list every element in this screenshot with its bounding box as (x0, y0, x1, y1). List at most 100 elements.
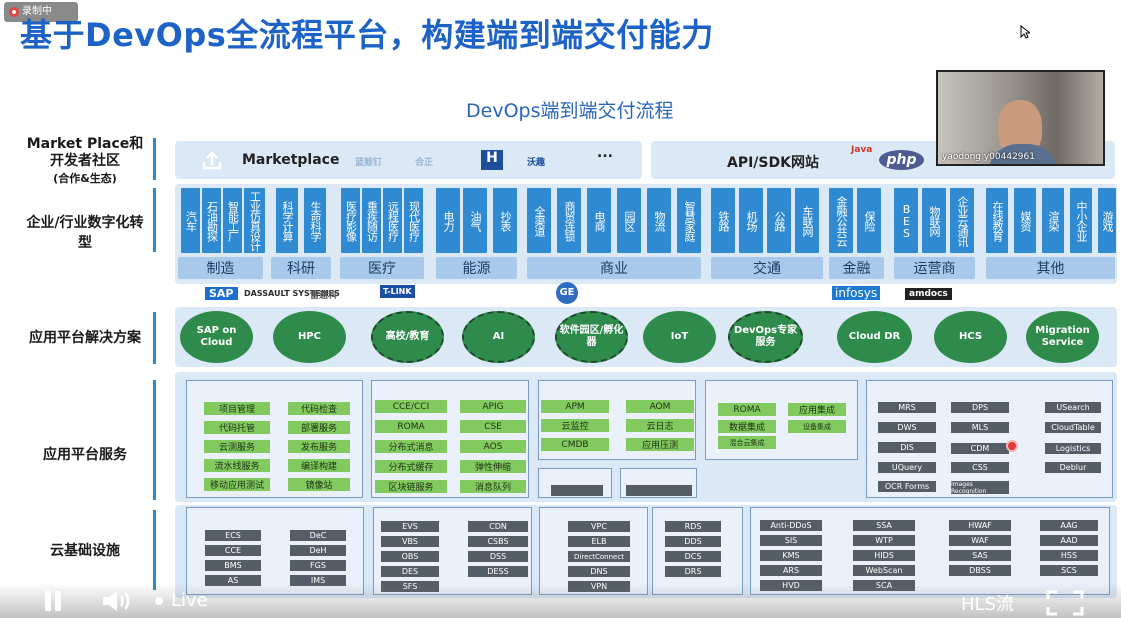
fullscreen-button[interactable] (1046, 590, 1084, 616)
service-chip: DIS (878, 442, 936, 453)
recording-badge: 录制中 (4, 2, 78, 22)
service-chip: DPS (951, 402, 1009, 413)
service-chip: 区块链服务 (375, 480, 447, 493)
pause-button[interactable] (41, 589, 65, 613)
industry-tile: 渲染 (1042, 188, 1064, 253)
webcam-overlay[interactable]: yaodong y00442961 (936, 70, 1105, 166)
service-chip: 应用集成 (788, 403, 846, 416)
service-chip: 流水线服务 (204, 459, 270, 472)
category-label: 商业 (527, 257, 701, 279)
service-chip: VPC (568, 521, 630, 532)
vendor-logo: 雷速科 (310, 291, 338, 301)
service-chip: Logistics (1045, 443, 1101, 454)
solution-circle: HCS (934, 311, 1007, 363)
service-chip: 移动应用测试 (204, 478, 270, 491)
industry-tile: 保险 (857, 188, 881, 253)
service-chip: CSE (460, 420, 526, 433)
service-chip: ELB (568, 536, 630, 547)
service-chip: CloudTable (1045, 422, 1101, 433)
industry-tile: 智能工厂 (223, 188, 242, 253)
category-label: 金融 (829, 257, 884, 279)
service-chip: AAG (1040, 520, 1098, 531)
fullscreen-icon (1046, 590, 1084, 616)
upload-icon (201, 149, 223, 171)
service-chip: 代码检查 (288, 402, 350, 415)
service-chip: SFS (381, 581, 439, 592)
data-ai-box (866, 380, 1113, 498)
service-chip: SAS (949, 550, 1011, 561)
category-label: 医疗 (340, 257, 424, 279)
pause-icon (45, 591, 61, 611)
service-chip: FGS (290, 560, 346, 571)
marketplace-panel: Marketplace 蓝鲸钉 合正 H 沃趣 ... (175, 141, 642, 179)
service-chip: Images Recognition (951, 481, 1009, 495)
solution-circle: DevOps专家服务 (728, 311, 803, 363)
service-chip: 混合云集成 (718, 436, 776, 449)
java-logo: Java (851, 145, 873, 155)
service-chip: SIS (760, 535, 822, 546)
divider (153, 312, 156, 364)
service-chip: DESS (468, 566, 528, 577)
industry-tile: 车联网 (795, 188, 819, 253)
volume-icon (103, 591, 130, 611)
service-chip: 云日志 (626, 419, 694, 432)
service-chip: 云监控 (541, 419, 609, 432)
industry-tile: 石油勘探 (202, 188, 221, 253)
service-chip: CSS (951, 462, 1009, 473)
sap-logo: SAP (205, 287, 238, 300)
divider (153, 380, 156, 500)
row-label-platform: 应用平台服务 (43, 447, 127, 463)
dassault-logo: DASSAULT SYSTEMES (244, 289, 340, 298)
solution-circle: HPC (273, 311, 346, 363)
service-chip: DRS (665, 566, 721, 577)
service-chip: AAD (1040, 535, 1098, 546)
service-chip: CMDB (541, 438, 609, 451)
service-chip: ECS (205, 530, 261, 541)
app-run-box (371, 380, 529, 498)
player-control-bar (0, 583, 1121, 618)
industry-tile: 智慧家庭 (677, 188, 701, 253)
service-chip: RDS (665, 521, 721, 532)
partner-logo: 蓝鲸钉 (355, 158, 383, 168)
service-chip: VPN (568, 581, 630, 592)
service-chip: AOM (626, 400, 694, 413)
tlink-logo: T-LINK (380, 285, 415, 298)
service-chip: ROMA (718, 403, 776, 416)
record-dot-icon (9, 7, 19, 17)
partner-logo: 合正 (415, 158, 434, 168)
service-chip: 代码托管 (204, 421, 270, 434)
service-chip: 编译构建 (288, 459, 350, 472)
service-chip: Anti-DDoS (760, 520, 822, 531)
solution-circle: 软件园区/孵化器 (555, 311, 628, 363)
infosys-logo: infosys (832, 286, 881, 300)
partner-logo: 沃趣 (527, 158, 546, 168)
service-chip: ROMA (375, 420, 447, 433)
industry-tile: 商贸连锁 (557, 188, 581, 253)
service-chip: WebScan (853, 565, 915, 576)
service-chip: SCS (1040, 565, 1098, 576)
service-chip: UQuery (878, 462, 936, 473)
service-chip (626, 485, 692, 496)
industry-tile: 公路 (767, 188, 791, 253)
service-chip: CSBS (468, 536, 528, 547)
service-chip: CCE (205, 545, 261, 556)
php-logo: php (879, 150, 924, 170)
volume-button[interactable] (100, 588, 132, 614)
marketplace-label: Marketplace (242, 152, 340, 168)
industry-tile: 现代医疗 (404, 188, 423, 253)
service-chip: DNS (568, 566, 630, 577)
industry-tile: 在线教育 (986, 188, 1008, 253)
industry-tile: 游戏 (1098, 188, 1116, 253)
industry-tile: 园区 (617, 188, 641, 253)
live-label: Live (171, 590, 208, 611)
service-chip: AS (205, 575, 261, 586)
service-chip: AOS (460, 440, 526, 453)
solution-circle: 高校/教育 (371, 311, 444, 363)
industry-tile: 远程医疗 (383, 188, 402, 253)
service-chip: DBSS (949, 565, 1011, 576)
stream-type-button[interactable]: HLS流 (961, 594, 1014, 615)
industry-tile: 物流 (647, 188, 671, 253)
divider (153, 138, 156, 180)
industry-tile: 汽车 (181, 188, 200, 253)
category-label: 交通 (711, 257, 823, 279)
